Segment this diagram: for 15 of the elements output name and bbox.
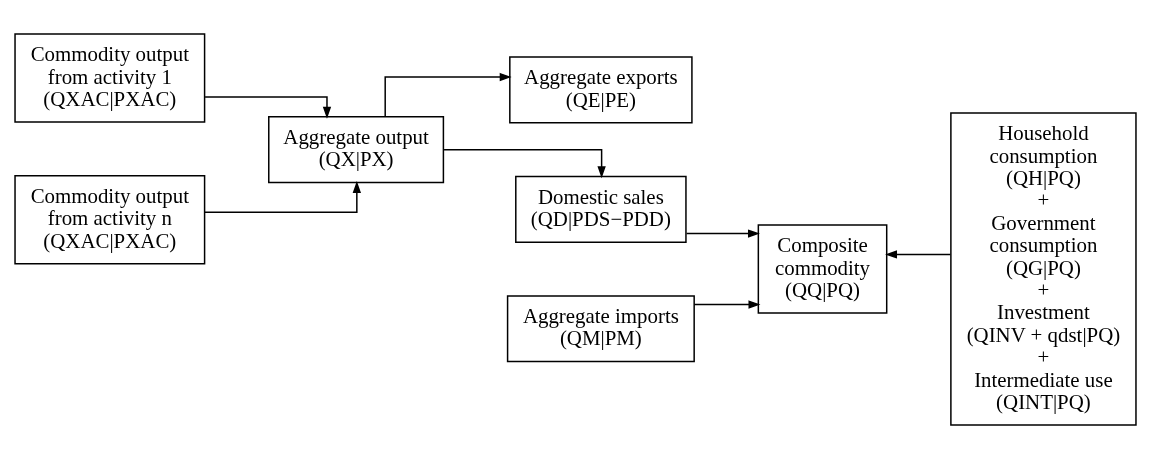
arrow — [685, 229, 760, 238]
node-box: Aggregate exports (QE|PE) — [509, 56, 693, 124]
node-box: Domestic sales (QD|PDS−PDD) — [515, 175, 687, 243]
arrow — [885, 250, 952, 259]
arrow — [204, 96, 332, 119]
node-box: Composite commodity (QQ|PQ) — [757, 224, 888, 314]
node-box: Commodity output from activity 1 (QXAC|PXAC) — [14, 33, 206, 123]
node-box: Commodity output from activity n (QXAC|PXAC) — [14, 175, 206, 265]
node-box: Aggregate output (QX|PX) — [268, 116, 445, 184]
arrow — [384, 72, 512, 118]
arrow — [443, 148, 606, 179]
arrow — [693, 300, 761, 309]
node-box: Aggregate imports (QM|PM) — [506, 295, 695, 363]
node-box: Household consumption (QH|PQ) + Government consumption (QG|PQ) + Investment (QINV + qdst|PQ) + Intermediate use (QINT|PQ) — [950, 112, 1137, 426]
arrow — [203, 180, 361, 214]
